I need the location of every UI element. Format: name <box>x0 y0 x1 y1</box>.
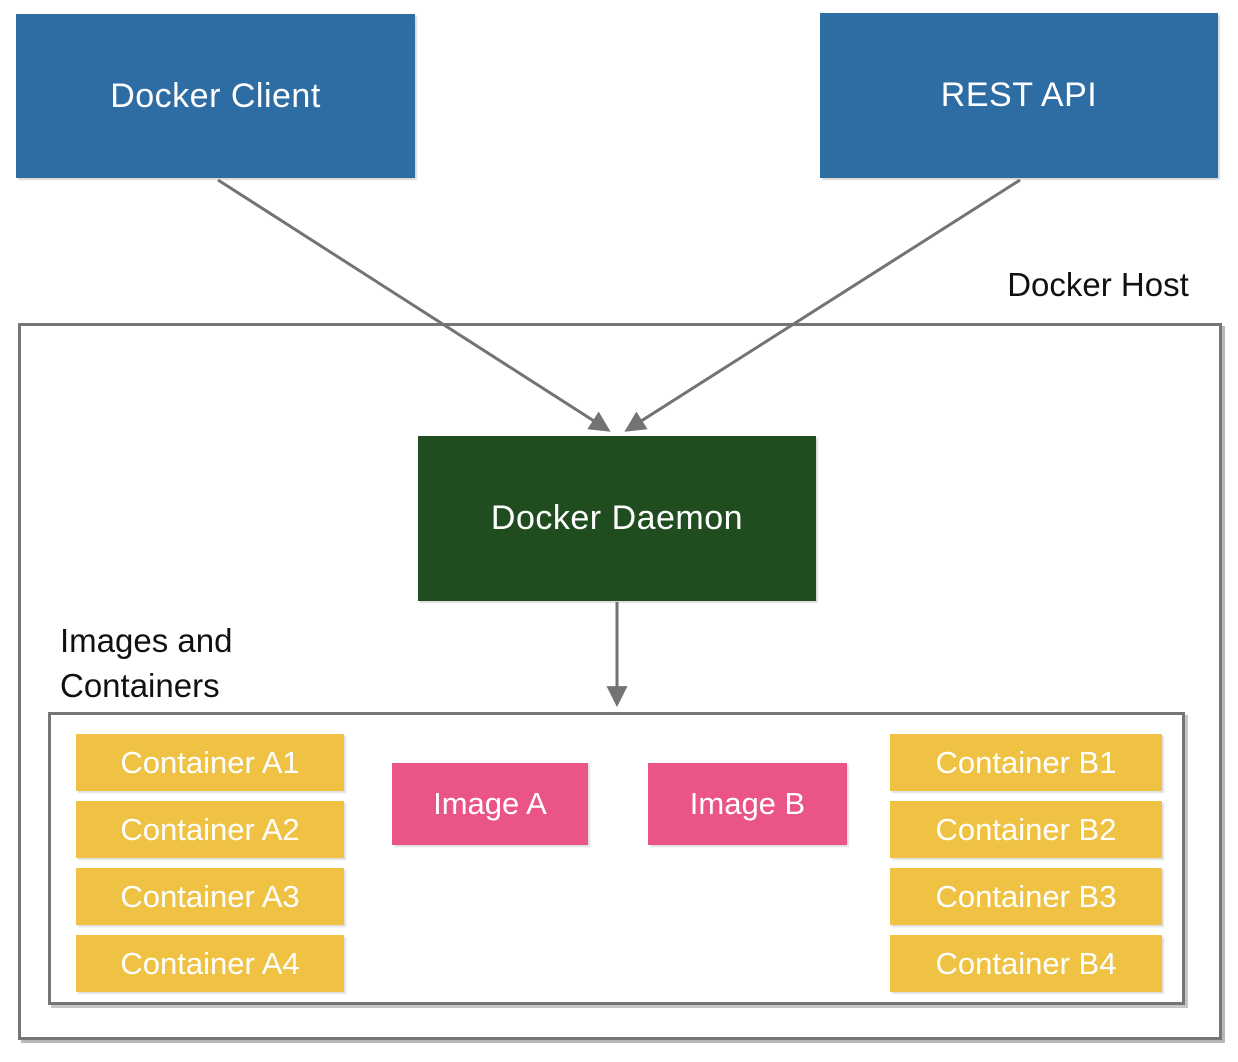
container-b2-label: Container B2 <box>935 811 1117 847</box>
container-a2: Container A2 <box>76 801 344 858</box>
container-a3-label: Container A3 <box>120 878 300 914</box>
container-a4-label: Container A4 <box>120 945 300 981</box>
node-docker-client: Docker Client <box>16 14 415 178</box>
images-containers-label: Images and Containers <box>60 622 233 704</box>
container-b1-label: Container B1 <box>935 744 1117 780</box>
container-a1: Container A1 <box>76 734 344 791</box>
image-a-label: Image A <box>433 786 547 821</box>
docker-host-boundary <box>18 323 1222 1040</box>
docker-daemon-label: Docker Daemon <box>490 499 744 537</box>
container-b3-label: Container B3 <box>935 878 1117 914</box>
container-b4-label: Container B4 <box>935 945 1117 981</box>
container-a2-label: Container A2 <box>120 811 300 847</box>
image-a: Image A <box>392 763 588 845</box>
node-docker-daemon: Docker Daemon <box>418 436 816 601</box>
docker-host-label: Docker Host <box>1007 266 1189 303</box>
container-a3: Container A3 <box>76 868 344 925</box>
container-a4: Container A4 <box>76 935 344 992</box>
container-b1: Container B1 <box>890 734 1162 791</box>
docker-client-label: Docker Client <box>110 76 321 115</box>
image-b-label: Image B <box>689 786 806 821</box>
container-b2: Container B2 <box>890 801 1162 858</box>
node-rest-api: REST API <box>820 13 1218 178</box>
image-b: Image B <box>648 763 847 845</box>
container-b3: Container B3 <box>890 868 1162 925</box>
rest-api-label: REST API <box>940 76 1098 114</box>
container-a1-label: Container A1 <box>120 744 300 780</box>
container-b4: Container B4 <box>890 935 1162 992</box>
